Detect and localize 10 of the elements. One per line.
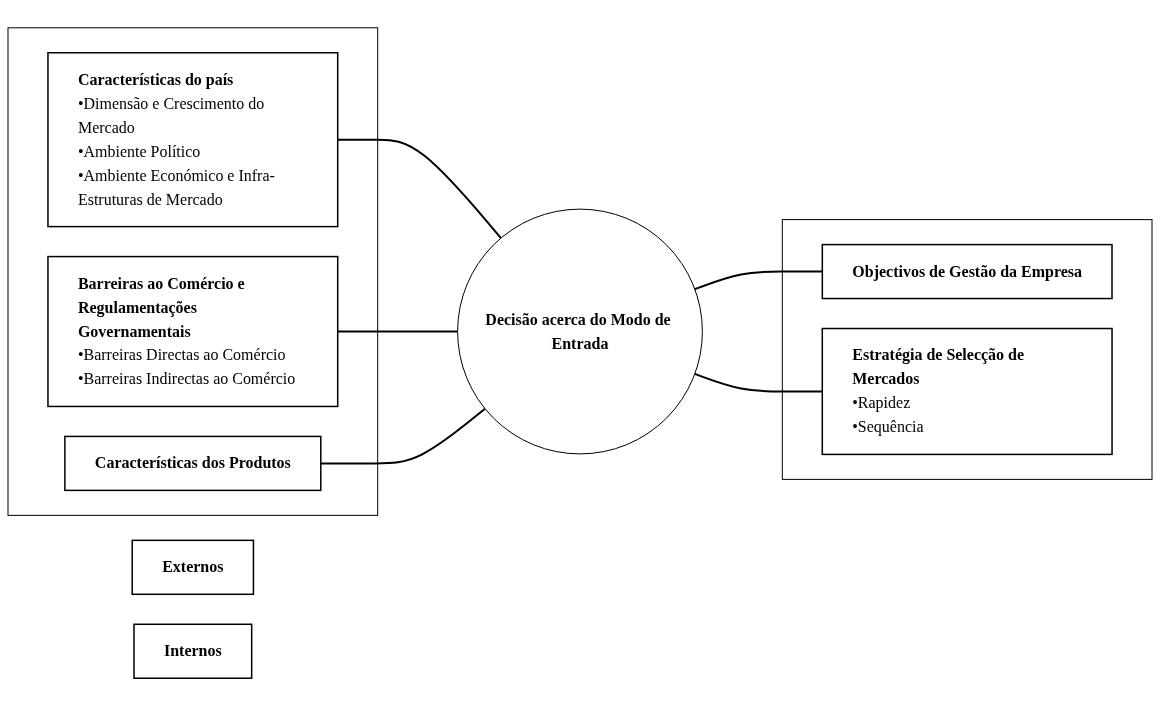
node-box: Externos (131, 539, 255, 596)
node-circle: Decisão acerca do Modo de Entrada (457, 208, 703, 455)
cluster (781, 219, 1153, 480)
node-box: Características do país •Dimensão e Crescimento do Mercado •Ambiente Político •Ambiente Económico e Infra-Estruturas de Mercado (47, 52, 339, 228)
cluster (7, 27, 379, 516)
node-box: Características dos Produtos (64, 435, 322, 492)
node-box: Objectivos de Gestão da Empresa (821, 243, 1113, 300)
node-box: Internos (133, 623, 253, 679)
node-box: Barreiras ao Comércio e Regulamentações Governamentais •Barreiras Directas ao Comércio •Barreiras Indirectas ao Comércio (47, 255, 339, 408)
node-box: Estratégia de Selecção de Mercados •Rapidez •Sequência (821, 327, 1113, 456)
